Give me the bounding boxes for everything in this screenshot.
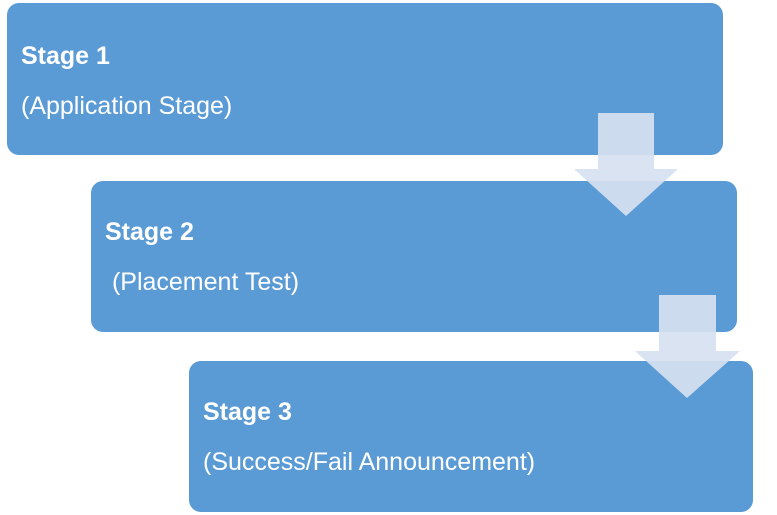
stage-2-title: Stage 2: [105, 218, 194, 246]
stage-1-subtitle: (Application Stage): [21, 92, 233, 120]
stage-2-subtitle: (Placement Test): [105, 268, 300, 296]
stage-1-title: Stage 1: [21, 42, 110, 70]
down-arrow-icon: [635, 295, 740, 398]
stage-3-title: Stage 3: [203, 398, 292, 426]
stage-3-subtitle: (Success/Fail Announcement): [203, 448, 536, 476]
stage-3-box: Stage 3 (Success/Fail Announcement): [189, 361, 753, 512]
stage-1-box: Stage 1 (Application Stage): [7, 3, 723, 155]
down-arrow-icon: [574, 113, 678, 216]
